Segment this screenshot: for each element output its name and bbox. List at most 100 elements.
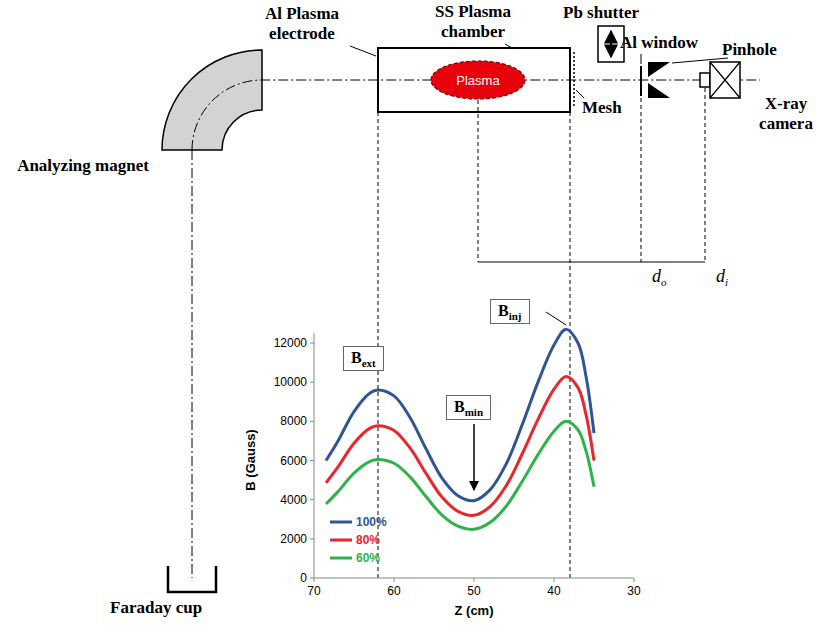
part-label: 10000 <box>274 375 307 389</box>
label-text: 4000 <box>280 493 307 507</box>
axis-tick <box>314 578 315 582</box>
part-label: X-ray camera <box>744 94 828 133</box>
leader-line <box>546 312 566 325</box>
plasma-shape <box>431 61 525 99</box>
subscript-label: di <box>716 266 728 287</box>
part-label: Pb shutter <box>563 3 639 23</box>
axis-tick <box>310 343 314 344</box>
pinhole <box>648 83 670 98</box>
axis-tick <box>310 421 314 422</box>
axis-tick <box>310 382 314 383</box>
legend-text: 60% <box>356 551 380 565</box>
label-text: B (Gauss) <box>243 429 258 490</box>
subscript-label: Binj <box>490 299 530 324</box>
label-text: 50 <box>467 584 480 598</box>
axis-tick <box>554 578 555 582</box>
axis-tick <box>310 460 314 461</box>
label-text: 0 <box>300 571 307 585</box>
axis-tick <box>394 578 395 582</box>
legend-text: 80% <box>356 533 380 547</box>
part-label: Mesh <box>582 98 622 118</box>
guide-line <box>478 100 479 262</box>
subscript: min <box>465 406 483 418</box>
leader-line <box>641 54 642 64</box>
label-text: 60 <box>387 584 400 598</box>
label-text: 12000 <box>274 336 307 350</box>
part-label: 4000 <box>280 493 307 507</box>
label-text: Pinhole <box>722 40 777 59</box>
bmin-arrow <box>473 424 475 490</box>
beam-axis-down <box>192 150 193 578</box>
axis-tick <box>310 538 314 539</box>
axis-tick <box>310 578 314 579</box>
node-text: Plasma <box>456 73 499 88</box>
legend-sample <box>330 557 352 560</box>
part-label: Al Plasma electrode <box>232 4 372 43</box>
label-text: X-ray camera <box>759 94 813 133</box>
leader-line <box>350 46 376 56</box>
label-text: 8000 <box>280 414 307 428</box>
part-label: Faraday cup <box>110 598 202 618</box>
part-label: Pinhole <box>722 40 777 60</box>
camera-cross <box>710 62 740 98</box>
part-label: 0 <box>300 571 307 585</box>
label-text: Faraday cup <box>110 598 202 617</box>
camera-body <box>710 62 740 98</box>
subscript: inj <box>509 310 522 322</box>
part-label: 6000 <box>280 454 307 468</box>
y-axis <box>314 333 315 578</box>
label-text: 2000 <box>280 532 307 546</box>
part-label: Analyzing magnet <box>8 156 158 176</box>
analyzing-magnet <box>162 50 262 150</box>
label-text: 10000 <box>274 375 307 389</box>
subscript: o <box>661 276 667 288</box>
label-text: d <box>652 266 661 286</box>
label-text: Analyzing magnet <box>17 156 149 175</box>
field-chart <box>310 329 634 582</box>
label-text: Z (cm) <box>455 603 494 618</box>
label-text: 70 <box>307 584 320 598</box>
faraday-cup <box>168 566 216 592</box>
subscript-label: Bext <box>343 346 384 371</box>
part-label: 40 <box>547 584 560 598</box>
part-label: 50 <box>467 584 480 598</box>
label-text: Mesh <box>582 98 622 117</box>
shutter-arrow <box>610 31 612 57</box>
part-label: 2000 <box>280 532 307 546</box>
part-label: 12000 <box>274 336 307 350</box>
label-text: 30 <box>627 584 640 598</box>
axis-tick <box>310 499 314 500</box>
legend-text: 100% <box>356 515 387 529</box>
part-label: SS Plasma chamber <box>418 2 528 41</box>
label-text: 6000 <box>280 454 307 468</box>
axis-tick <box>634 578 635 582</box>
label-text: Al window <box>620 33 698 52</box>
field-curve <box>326 329 594 500</box>
subscript-label: Bmin <box>446 395 491 420</box>
guide-line <box>378 112 379 578</box>
part-label: 70 <box>307 584 320 598</box>
label-text: B <box>351 349 362 366</box>
al-window <box>640 66 642 96</box>
legend-sample <box>330 521 352 524</box>
label-text: B <box>454 398 465 415</box>
guide-line <box>570 112 571 578</box>
guide-line <box>641 98 642 262</box>
part-label: 8000 <box>280 414 307 428</box>
label-text: Al Plasma electrode <box>265 4 339 43</box>
part-label: Z (cm) <box>455 603 494 618</box>
guide-line <box>705 88 706 262</box>
label-text: 40 <box>547 584 560 598</box>
subscript: ext <box>362 357 376 369</box>
field-curve <box>326 421 594 529</box>
mesh <box>573 52 575 108</box>
leader-line <box>576 90 584 98</box>
leader-line <box>505 44 512 48</box>
part-label: 30 <box>627 584 640 598</box>
label-text: Pb shutter <box>563 3 639 22</box>
axis-tick <box>474 578 475 582</box>
dimension-line <box>478 262 705 263</box>
camera-lens <box>700 73 710 87</box>
